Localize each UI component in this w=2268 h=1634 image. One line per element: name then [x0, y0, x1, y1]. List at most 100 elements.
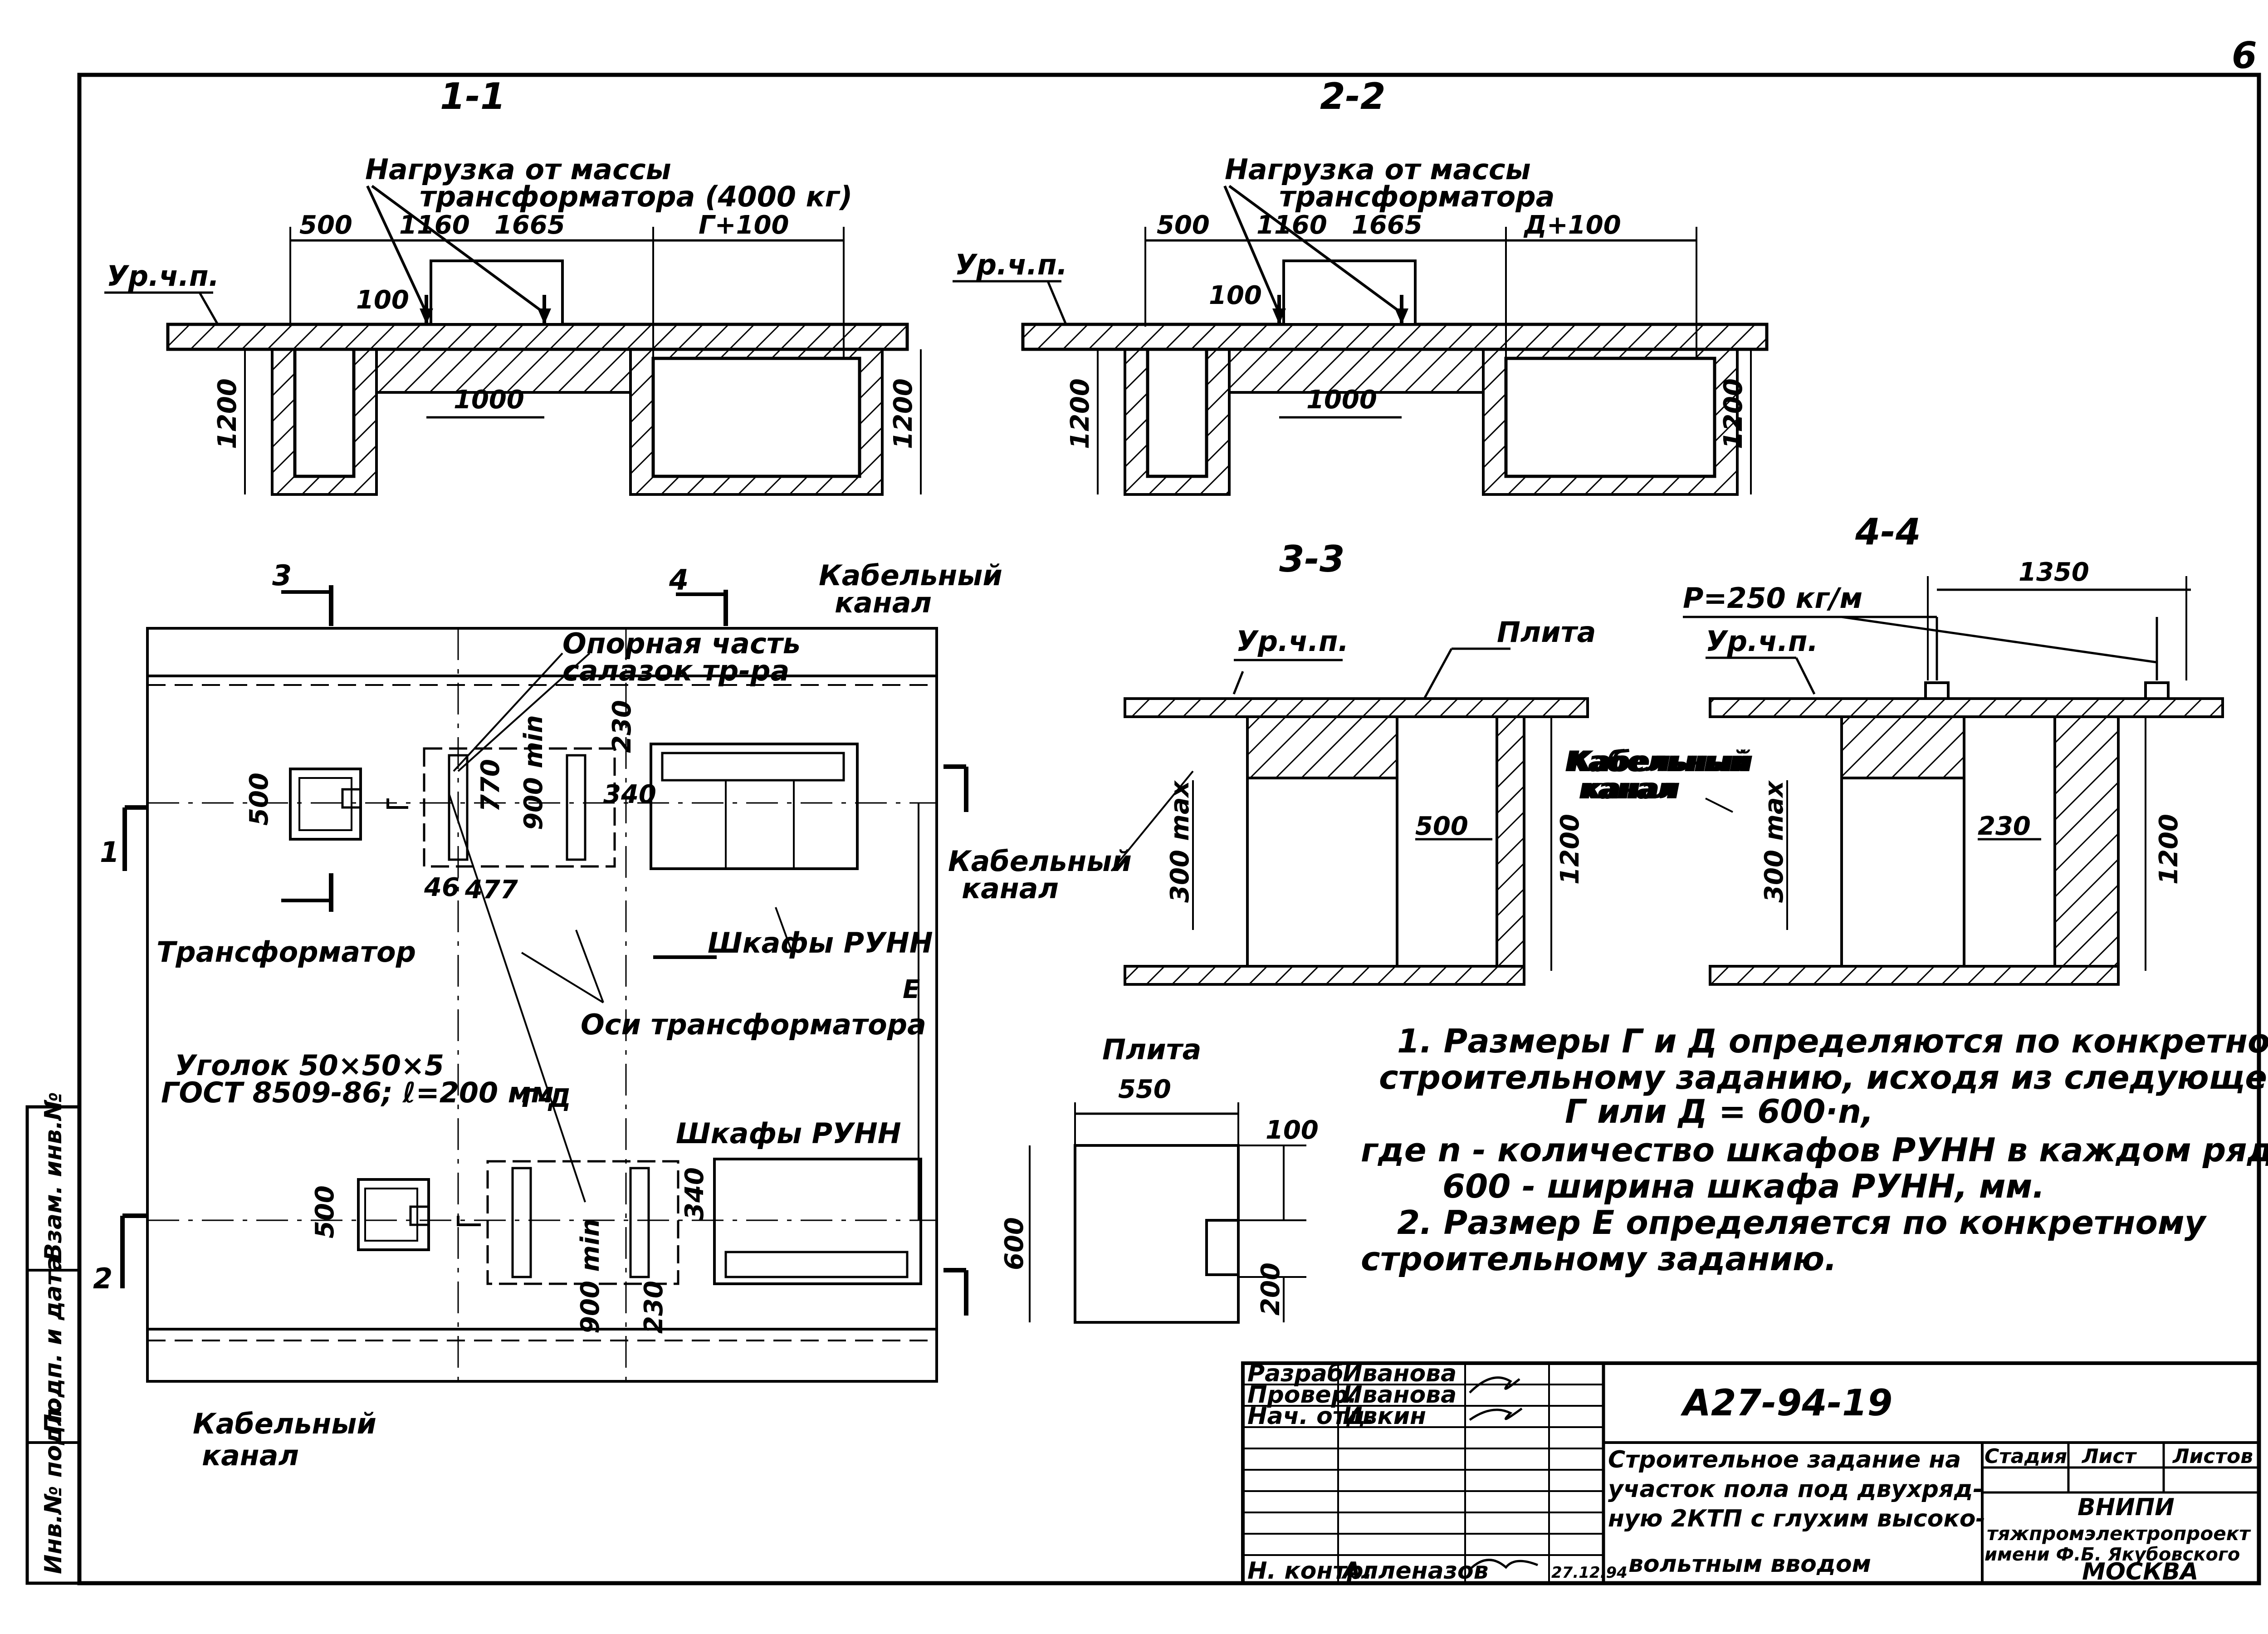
plate-dim-550: 550	[1118, 1075, 1171, 1104]
note-line-4: где n - количество шкафов РУНН в каждом …	[1361, 1131, 2268, 1169]
tb-row4-role: Н. контр.	[1247, 1557, 1372, 1585]
s22-dim-1160: 1160	[1256, 210, 1327, 240]
plan-support-1: Опорная часть	[562, 627, 801, 660]
stamp-repl: Взам. инв.№	[40, 1092, 67, 1261]
s33-cable-1: Кабельный	[1569, 745, 1753, 778]
tb-row2-name: Иванова	[1343, 1381, 1457, 1409]
plan-cable-bottom-2: канал	[202, 1439, 299, 1472]
note-line-1: 1. Размеры Г и Д определяются по конкрет…	[1397, 1022, 2268, 1060]
s22-load-2: трансформатора	[1279, 180, 1555, 213]
tb-row2-role: Провер.	[1247, 1381, 1357, 1409]
plan-mark-1-left: 1	[100, 836, 119, 869]
plan-dim-46: 46	[424, 873, 459, 902]
s11-dim-1665: 1665	[494, 210, 565, 240]
s11-dim-1200-right: 1200	[889, 378, 918, 449]
s44-cable-2: канал	[1579, 772, 1676, 805]
s11-load-2: трансформатора (4000 кг)	[420, 180, 852, 213]
note-line-6: 2. Размер Е определяется по конкретному	[1397, 1203, 2207, 1242]
stamp-inv: Инв.№ подл.	[40, 1400, 67, 1574]
tb-desc-4: вольтным вводом	[1628, 1551, 1871, 1578]
s11-dim-1200-left: 1200	[213, 378, 242, 449]
tb-code: А27-94-19	[1680, 1382, 1892, 1424]
s33-dim-500: 500	[1415, 812, 1468, 841]
plan-cable-mid-1: Кабельный	[948, 845, 1132, 878]
s33-dim-300max: 300 max	[1165, 780, 1195, 903]
plan-dim-230-bottom: 230	[639, 1281, 669, 1334]
s33-dim-1200: 1200	[1555, 814, 1585, 885]
title-block	[1241, 1361, 2261, 1585]
s22-dim-500: 500	[1157, 210, 1210, 240]
s11-dim-100: 100	[356, 285, 409, 315]
plan-cabinets-bottom: Шкафы РУНН	[676, 1117, 901, 1150]
tb-org-2: тяжпромэлектропроект	[1987, 1522, 2251, 1545]
section-1-1-drawing	[104, 185, 922, 496]
s33-plate: Плита	[1497, 616, 1596, 649]
s22-dim-1000: 1000	[1306, 385, 1377, 415]
s44-dim-230: 230	[1978, 812, 2031, 841]
note-line-2: строительному заданию, исходя из следующ…	[1379, 1058, 2268, 1096]
s33-cable-2: канал	[1583, 772, 1680, 805]
s22-dim-1665: 1665	[1352, 210, 1422, 240]
plan-dim-500-bottom: 500	[310, 1185, 340, 1238]
plan-dim-770: 770	[476, 759, 505, 812]
plan-dim-e: Е	[903, 975, 920, 1004]
plate-detail-drawing	[1029, 1102, 1306, 1324]
plan-mark-3: 3	[272, 559, 292, 592]
plate-dim-100: 100	[1266, 1115, 1319, 1145]
s22-dim-1200-right: 1200	[1719, 378, 1748, 449]
plan-drawing	[120, 585, 968, 1383]
plan-axes: Оси трансформатора	[581, 1008, 926, 1041]
s22-dim-d100: Д+100	[1523, 210, 1621, 240]
tb-org-1: ВНИПИ	[2077, 1494, 2175, 1521]
section-title-1-1: 1-1	[440, 75, 506, 117]
plan-cable-top-2: канал	[835, 586, 932, 619]
plan-cable-mid-2: канал	[962, 872, 1059, 905]
tb-row4-name: Алленазов	[1341, 1557, 1489, 1585]
plan-cable-bottom-1: Кабельный	[193, 1407, 376, 1440]
corner-mark: 6	[2232, 34, 2257, 77]
plan-dim-477: 477	[464, 875, 518, 905]
tb-row3-name: Ивкин	[1343, 1403, 1426, 1430]
sheet-frame	[77, 73, 2261, 1585]
s11-dim-g100: Г+100	[699, 210, 789, 240]
section-title-4-4: 4-4	[1855, 511, 1921, 553]
plate-title: Плита	[1102, 1033, 1202, 1066]
s11-level: Ур.ч.п.	[107, 259, 219, 293]
s11-load-1: Нагрузка от массы	[365, 153, 671, 186]
plan-cable-top-1: Кабельный	[819, 559, 1002, 592]
section-3-3-drawing	[1110, 647, 1589, 986]
tb-row1-role: Разраб.	[1247, 1360, 1353, 1387]
tb-desc-1: Строительное задание на	[1608, 1446, 1961, 1473]
tb-desc-2: участок пола под двухряд-	[1608, 1476, 1983, 1503]
plan-dim-900-top: 900 min	[519, 715, 548, 830]
section-title-2-2: 2-2	[1320, 75, 1386, 117]
tb-row3-role: Нач. отд.	[1247, 1403, 1374, 1430]
plan-mark-4: 4	[669, 563, 689, 597]
s44-level: Ур.ч.п.	[1706, 625, 1818, 658]
note-line-7: строительному заданию.	[1361, 1240, 1837, 1278]
tb-desc-3: ную 2КТП с глухим высоко-	[1608, 1505, 1985, 1532]
plan-cabinets-top: Шкафы РУНН	[708, 926, 933, 959]
s22-dim-1200-left: 1200	[1066, 378, 1095, 449]
tb-h-stage: Стадия	[1984, 1445, 2067, 1468]
s22-dim-100: 100	[1209, 281, 1262, 310]
plate-dim-600: 600	[1000, 1217, 1029, 1270]
plan-dim-340-top: 340	[603, 780, 656, 809]
tb-row1-name: Иванова	[1343, 1360, 1457, 1387]
tb-h-sheet: Лист	[2081, 1445, 2137, 1468]
plate-dim-200: 200	[1256, 1262, 1286, 1316]
plan-dim-340-bottom: 340	[680, 1167, 709, 1220]
plan-dim-230-top: 230	[607, 700, 637, 753]
plan-angle-1: Уголок 50×50×5	[175, 1049, 444, 1082]
note-line-5: 600 - ширина шкафа РУНН, мм.	[1442, 1167, 2045, 1205]
s44-dim-1350: 1350	[2019, 558, 2089, 587]
s11-dim-1000: 1000	[454, 385, 524, 415]
s44-dim-300max: 300 max	[1760, 780, 1789, 903]
tb-org-4: МОСКВА	[2082, 1558, 2199, 1585]
s11-dim-1160: 1160	[399, 210, 470, 240]
plan-dim-500-top: 500	[244, 773, 274, 826]
plan-dim-900-bottom: 900 min	[576, 1218, 605, 1334]
s22-load-1: Нагрузка от массы	[1225, 153, 1531, 186]
tb-org-3: имени Ф.Б. Якубовского	[1984, 1544, 2240, 1565]
